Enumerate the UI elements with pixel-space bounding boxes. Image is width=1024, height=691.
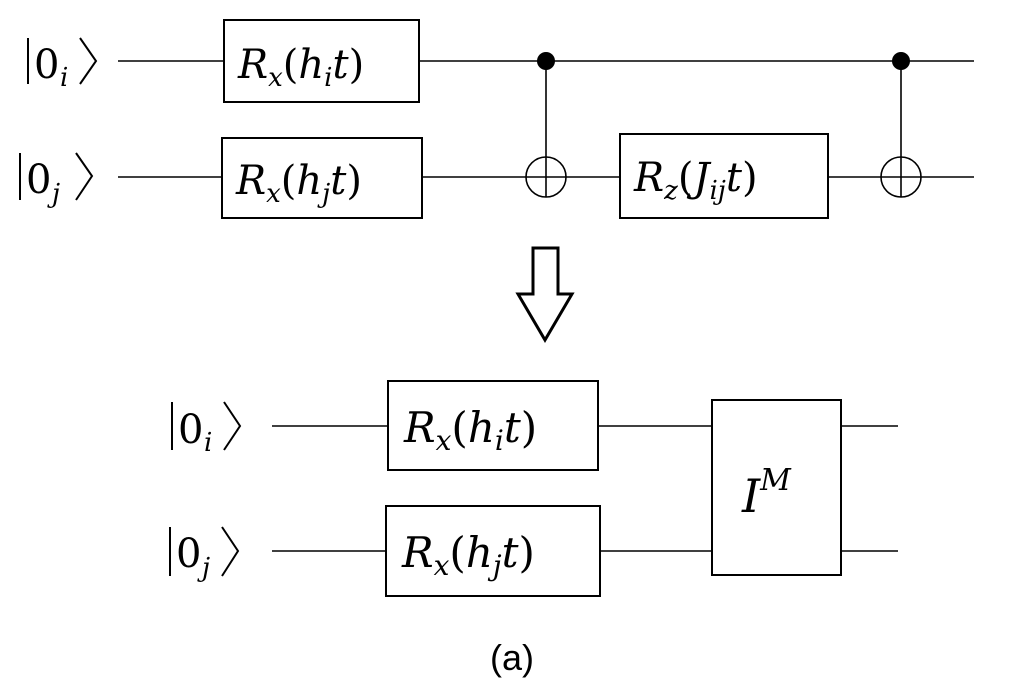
top-gate-rz-name: R <box>633 155 664 201</box>
top-gate-rx-i-name: R <box>237 42 268 88</box>
top-qubit-i-value: 0 <box>34 42 59 88</box>
bottom-gate-im: IM <box>711 399 842 576</box>
top-qubit-j-ket: 0 j <box>19 152 94 209</box>
top-gate-rx-j-name: R <box>235 158 266 204</box>
top-gate-rx-i-arg: h <box>298 42 324 88</box>
svg-text:IM: IM <box>741 463 792 523</box>
bottom-qubit-i-ket: 0 i <box>171 401 242 458</box>
top-gate-rx-i-sub: x <box>268 63 283 93</box>
bottom-gate-im-name: I <box>741 469 761 523</box>
top-qubit-i-subscript: i <box>60 63 68 93</box>
top-gate-rz-close: ) <box>742 155 758 201</box>
bottom-gate-rx-i-open: ( <box>451 403 467 452</box>
top-qubit-i-ket: 0 i <box>27 37 98 93</box>
bottom-gate-rx-i-close: ) <box>521 403 537 452</box>
top-cnot-2 <box>880 52 922 198</box>
top-gate-rx-j-sub: x <box>266 179 281 209</box>
top-gate-rz-argsub: ij <box>709 176 725 206</box>
svg-text:Rx(hjt): Rx(hjt) <box>235 158 362 209</box>
top-qubit-j-value: 0 <box>26 157 51 203</box>
figure-caption: (a) <box>490 637 534 678</box>
top-gate-rx-j-var: t <box>330 158 347 204</box>
transform-arrow-icon <box>515 246 575 343</box>
bottom-gate-rx-j-sub: x <box>434 549 450 582</box>
bottom-gate-rx-i-argsub: i <box>495 424 504 457</box>
bottom-gate-rx-j-name: R <box>401 528 434 577</box>
bottom-qubit-i-subscript: i <box>204 428 212 458</box>
svg-text:Rx(hjt): Rx(hjt) <box>401 528 535 582</box>
top-cnot-1 <box>525 52 567 198</box>
svg-text:Rx(hit): Rx(hit) <box>403 403 537 457</box>
top-cnot-1-control-dot <box>537 52 555 70</box>
top-gate-rx-i: Rx(hit) <box>223 19 420 103</box>
top-gate-rx-i-open: ( <box>283 42 299 88</box>
bottom-qubit-i-value: 0 <box>178 407 203 453</box>
bottom-qubit-j-ket: 0 j <box>169 526 240 583</box>
top-gate-rz-sub: z <box>663 176 678 206</box>
svg-text:Rz(Jijt): Rz(Jijt) <box>633 155 758 206</box>
bottom-gate-rx-j-var: t <box>502 528 519 577</box>
bottom-gate-rx-j-arg: h <box>466 528 493 577</box>
top-circuit: 0 i 0 j Rx(hit) Rx(hjt) <box>19 19 974 219</box>
bottom-gate-im-sup: M <box>759 463 792 498</box>
bottom-gate-rx-j-close: ) <box>518 528 534 577</box>
bottom-gate-rx-i: Rx(hit) <box>387 380 599 471</box>
top-gate-rz: Rz(Jijt) <box>619 133 829 219</box>
top-gate-rx-j: Rx(hjt) <box>221 137 423 219</box>
top-gate-rx-j-open: ( <box>281 158 297 204</box>
bottom-gate-rx-i-name: R <box>403 403 436 452</box>
top-gate-rx-j-arg: h <box>296 158 322 204</box>
bottom-circuit: 0 i 0 j Rx(hit) Rx(hjt) <box>169 380 898 597</box>
bottom-gate-rx-i-arg: h <box>468 403 495 452</box>
bottom-gate-rx-j: Rx(hjt) <box>385 505 601 597</box>
top-gate-rz-var: t <box>726 155 743 201</box>
top-gate-rx-i-close: ) <box>349 42 365 88</box>
top-gate-rx-i-var: t <box>333 42 350 88</box>
bottom-gate-rx-i-sub: x <box>436 424 452 457</box>
bottom-qubit-j-value: 0 <box>176 531 201 577</box>
top-gate-rx-j-close: ) <box>346 158 362 204</box>
bottom-gate-rx-i-var: t <box>504 403 521 452</box>
svg-text:Rx(hit): Rx(hit) <box>237 42 364 93</box>
bottom-gate-rx-j-open: ( <box>449 528 465 577</box>
top-gate-rx-i-argsub: i <box>324 63 332 93</box>
top-gate-rz-open: ( <box>678 155 694 201</box>
top-cnot-2-control-dot <box>892 52 910 70</box>
